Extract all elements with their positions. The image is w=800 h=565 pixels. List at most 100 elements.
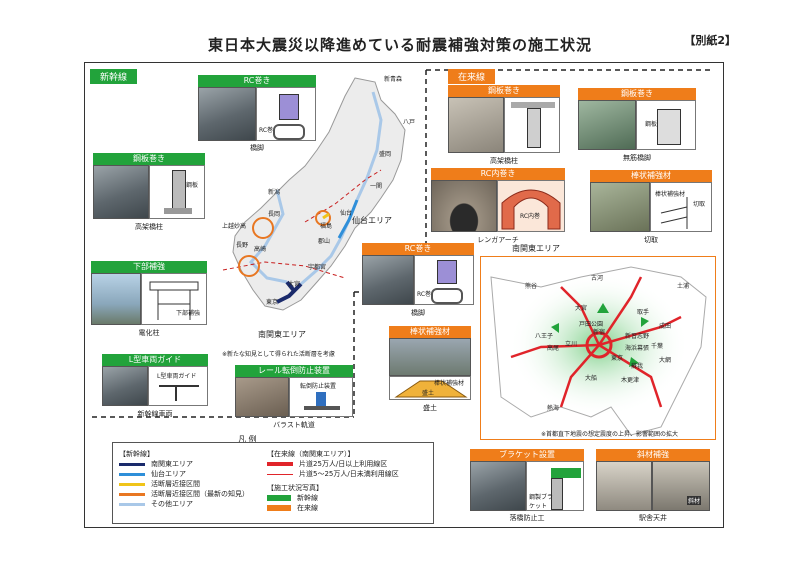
photo [362, 255, 414, 305]
legend-swatch [119, 472, 145, 476]
panel-caption: 橋脚 [250, 144, 264, 152]
sketch [504, 97, 560, 153]
legend-swatch [119, 462, 145, 466]
minami-kanto-label: 南関東エリア [258, 330, 306, 339]
panel-title: RC巻き [198, 75, 316, 87]
map-station-label: 一関 [370, 183, 383, 190]
legend-shinkansen: 【新幹線】 南関東エリア 仙台エリア 活断層近接区間 活断層近接区間（最新の知見… [119, 450, 249, 508]
panel-title: 鋼板巻き [578, 88, 696, 100]
photo [389, 338, 471, 376]
map-station-label: 郡山 [318, 238, 331, 245]
photo [93, 165, 149, 219]
legend-zairai: 【在来線（南関東エリア）】 片道25万人/日以上利用線区 片道5～25万人/日未… [267, 450, 399, 512]
legend-swatch [267, 462, 293, 466]
panel-title: 下部補強 [91, 261, 207, 273]
sketch: L型車両ガイド [148, 366, 208, 406]
kanto-map: 古河 土浦 熊谷 大宮 取手 戸田公園 新習志野 成田 八王子 立川 新宿 東京… [480, 256, 716, 440]
panel-caption: 落橋防止工 [509, 514, 545, 522]
map-station-label: 上越妙高 [222, 223, 247, 230]
photo [590, 182, 650, 232]
panel-zairai-steel-wrap-1: 鋼板巻き 高架橋柱 [448, 85, 560, 166]
map-station-label: 宇都宮 [308, 264, 327, 271]
sketch: 鋼製ブラケット [526, 461, 584, 511]
legend-swatch [267, 505, 291, 511]
panel-title: 鋼板巻き [93, 153, 205, 165]
panel-zairai-rod-1: 棒状補強材 棒状補強材 切取 切取 [590, 170, 712, 245]
panel-shinkansen-rail-prevent: レール転倒防止装置 転倒防止装置 バラスト軌道 [235, 365, 353, 430]
photo [578, 100, 636, 150]
photo [431, 180, 497, 232]
legend-box: 【新幹線】 南関東エリア 仙台エリア 活断層近接区間 活断層近接区間（最新の知見… [112, 442, 434, 524]
panel-title: ブラケット設置 [470, 449, 584, 461]
shinkansen-section-label: 新幹線 [90, 69, 138, 84]
map-station-label: 新青森 [384, 76, 403, 83]
panel-caption: 切取 [644, 236, 658, 244]
sketch: RC巻 [414, 255, 474, 305]
panel-title: RC内巻き [431, 168, 565, 180]
legend-title: 凡 例 [238, 435, 257, 444]
map-station-label: 新潟 [268, 189, 281, 196]
photo [198, 87, 256, 141]
photo [470, 461, 526, 511]
legend-swatch [119, 492, 145, 496]
map-station-label: 盛岡 [379, 151, 392, 158]
panel-caption: 無筋橋脚 [623, 154, 651, 162]
photo [91, 273, 141, 325]
panel-shinkansen-rc-wrap: RC巻き RC巻 橋脚 [198, 75, 316, 153]
zairai-section-label: 在来線 [448, 69, 496, 84]
photo [596, 461, 652, 511]
panel-title: 棒状補強材 [389, 326, 471, 338]
map-station-label: 長岡 [268, 211, 281, 218]
legend-swatch [267, 495, 291, 501]
map-station-label: 長野 [236, 242, 249, 249]
sketch: 転倒防止装置 [289, 377, 353, 417]
sendai-area-label: 仙台エリア [352, 216, 392, 225]
map-station-label: 福島 [320, 223, 333, 230]
sketch: 鋼板 [149, 165, 205, 219]
panel-zairai-bracket: ブラケット設置 鋼製ブラケット 落橋防止工 [470, 449, 584, 523]
panel-title: 鋼板巻き [448, 85, 560, 97]
sketch: 棒状補強材 切取 [650, 182, 712, 232]
panel-caption: 新幹線車両 [137, 410, 173, 418]
panel-zairai-rc-wrap: RC巻き RC巻 橋脚 [362, 243, 474, 318]
page-title: 東日本大震災以降進めている耐震補強対策の施工状況 [207, 36, 592, 54]
panel-title: RC巻き [362, 243, 474, 255]
kanto-note: ※首都直下地震の想定震度の上昇、影響範囲の拡大 [541, 431, 679, 438]
photo [235, 377, 289, 417]
map-station-label: 八戸 [403, 119, 416, 126]
panel-caption: バラスト軌道 [273, 421, 315, 429]
panel-caption: レンガアーチ [477, 236, 519, 244]
sketch: RC巻 [256, 87, 316, 141]
photo [102, 366, 148, 406]
map-note: ※新たな知見として得られた活断層を考慮 [222, 351, 335, 358]
legend-swatch [267, 473, 293, 475]
panel-shinkansen-lower-reinforce: 下部補強 下部補強 電化柱 [91, 261, 207, 338]
panel-caption: 高架橋柱 [490, 157, 518, 165]
photo: 斜材 [652, 461, 710, 511]
shinkansen-map [222, 77, 406, 311]
panel-zairai-rod-2: 棒状補強材 棒状補強材 盛土 盛土 [389, 326, 471, 413]
map-station-label: 東京 [266, 299, 279, 306]
attachment-label: 【別紙2】 [684, 34, 736, 47]
photo [448, 97, 504, 153]
panel-caption: 駅舎天井 [639, 514, 667, 522]
panel-caption: 高架橋柱 [135, 223, 163, 231]
panel-title: L型車両ガイド [102, 354, 208, 366]
sketch: 鋼板 [636, 100, 696, 150]
panel-zairai-steel-wrap-2: 鋼板巻き 鋼板 無筋橋脚 [578, 88, 696, 163]
main-frame [84, 62, 724, 528]
panel-title: 棒状補強材 [590, 170, 712, 182]
panel-caption: 盛土 [423, 404, 437, 412]
sketch: RC内巻 [497, 180, 565, 232]
panel-shinkansen-steel-wrap: 鋼板巻き 鋼板 高架橋柱 [93, 153, 205, 232]
map-station-label: 仙台 [340, 210, 353, 217]
panel-shinkansen-l-guide: L型車両ガイド L型車両ガイド 新幹線車両 [102, 354, 208, 419]
map-station-label: 高崎 [254, 246, 267, 253]
kanto-map-title: 南関東エリア [512, 244, 560, 253]
legend-swatch [119, 482, 145, 486]
panel-caption: 橋脚 [411, 309, 425, 317]
legend-swatch [119, 502, 145, 506]
panel-zairai-rc-inner: RC内巻き RC内巻 レンガアーチ [431, 168, 565, 245]
panel-zairai-diagonal: 斜材補強 斜材 駅舎天井 [596, 449, 710, 523]
sketch: 下部補強 [141, 273, 207, 325]
